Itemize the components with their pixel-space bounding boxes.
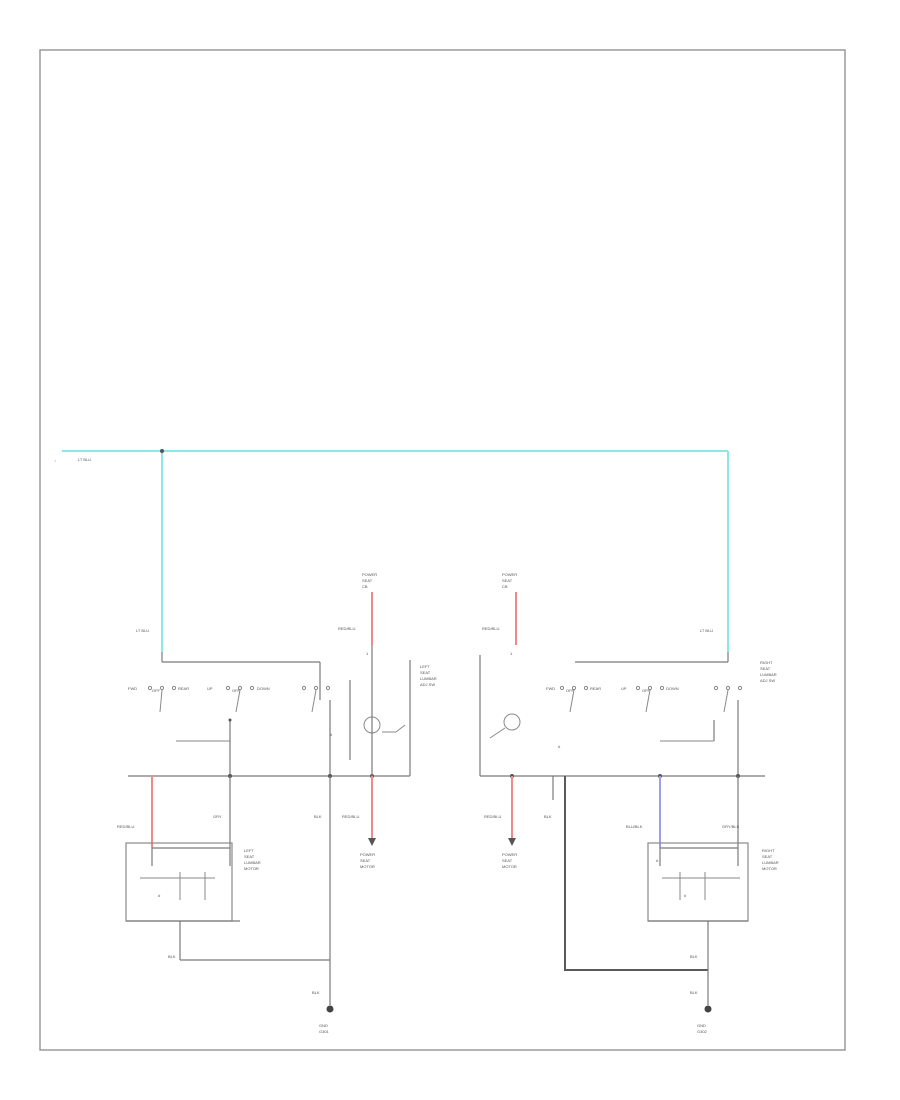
left-motor-name-4: MOTOR: [244, 866, 259, 871]
left-ground-symbol: #: [330, 732, 333, 737]
right-pos-3: REAR: [590, 686, 601, 691]
right-motor-symbol-2: #: [684, 893, 687, 898]
left-dest-3: MOTOR: [360, 864, 375, 869]
left-switch-name-3: LUMBAR: [420, 676, 437, 681]
left-arrow-down: [368, 838, 376, 846]
left-ground-2: G301: [319, 1029, 330, 1034]
left-switch-name-4: ADJ SW: [420, 682, 435, 687]
left-cyan-wire-label: LT BLU: [136, 628, 149, 633]
right-lower-black-label: BLK: [544, 814, 552, 819]
right-motor-name-2: SEAT: [762, 854, 773, 859]
right-lower-red-label: RED/BLU: [484, 814, 501, 819]
right-pos-1: FWD: [546, 686, 555, 691]
left-motor-name-3: LUMBAR: [244, 860, 261, 865]
right-pos-4: UP: [621, 686, 627, 691]
right-dest-1: POWER: [502, 852, 517, 857]
right-lower-blue-label: BLU/BLK: [626, 824, 643, 829]
right-ground-symbol: #: [558, 744, 561, 749]
right-motor-name-1: RIGHT: [762, 848, 775, 853]
right-ground-1: GND: [697, 1023, 706, 1028]
left-source-pin: 1: [366, 651, 369, 656]
left-pos-6: DOWN: [257, 686, 270, 691]
right-ground-terminal: [704, 1005, 712, 1013]
left-pos-1: FWD: [128, 686, 137, 691]
right-dest-3: MOTOR: [502, 864, 517, 869]
right-pos-6: DOWN: [666, 686, 679, 691]
left-source-2: SEAT: [362, 578, 373, 583]
right-ground-wire-label: BLK: [690, 954, 698, 959]
right-switch-name-3: LUMBAR: [760, 672, 777, 677]
top-cyan-bus: [62, 449, 729, 652]
left-pos-4: UP: [207, 686, 213, 691]
right-ground-2: G302: [697, 1029, 708, 1034]
left-switch-assembly: [128, 652, 411, 778]
left-lower-black-label: BLK: [314, 814, 322, 819]
right-red-top-label: RED/BLU: [482, 626, 499, 631]
left-dest-2: SEAT: [360, 858, 371, 863]
left-motor-name-1: LEFT: [244, 848, 254, 853]
right-switch-name-4: ADJ SW: [760, 678, 775, 683]
right-black-return-wire: [564, 776, 708, 971]
right-motor-name-3: LUMBAR: [762, 860, 779, 865]
left-pos-3: REAR: [178, 686, 189, 691]
right-source-1: POWER: [502, 572, 517, 577]
left-pos-2: OFF: [152, 688, 161, 693]
left-motor-name-2: SEAT: [244, 854, 255, 859]
right-source-3: CB: [502, 584, 508, 589]
right-motor-symbol-1: #: [656, 858, 659, 863]
right-ground-wire2-label: BLK: [690, 990, 698, 995]
right-switch-assembly: [479, 652, 765, 778]
left-switch-name-2: SEAT: [420, 670, 431, 675]
right-lower-gray2-label: GRY/BLK: [722, 824, 740, 829]
top-wire-marker: ↓: [54, 458, 56, 463]
right-source-2: SEAT: [502, 578, 513, 583]
left-ground-wire-label: BLK: [168, 954, 176, 959]
top-wire-label: LT BLU: [78, 457, 91, 462]
right-arrow-down: [508, 838, 516, 846]
left-pos-5: OFF: [232, 688, 241, 693]
left-lower-gray-label: GRY: [213, 814, 222, 819]
right-switch-name-2: SEAT: [760, 666, 771, 671]
left-switch-name-1: LEFT: [420, 664, 430, 669]
left-source-3: CB: [362, 584, 368, 589]
left-ground-terminal: [326, 1005, 334, 1013]
left-lumbar-motor: [125, 842, 330, 961]
right-source-pin: 1: [510, 651, 513, 656]
left-red-top-label: RED/BLU: [338, 626, 355, 631]
left-ground-1: GND: [319, 1023, 328, 1028]
right-pos-5: OFF: [642, 688, 651, 693]
right-motor-name-4: MOTOR: [762, 866, 777, 871]
right-switch-name-1: RIGHT: [760, 660, 773, 665]
right-lumbar-motor: [647, 842, 749, 1005]
right-dest-2: SEAT: [502, 858, 513, 863]
page-frame: [39, 49, 846, 1051]
left-lower-red-out-label: RED/BLU: [342, 814, 359, 819]
left-motor-symbol: #: [158, 893, 161, 898]
left-lower-red-label: RED/BLU: [117, 824, 134, 829]
left-source-1: POWER: [362, 572, 377, 577]
left-dest-1: POWER: [360, 852, 375, 857]
right-cyan-wire-label: LT BLU: [700, 628, 713, 633]
left-ground-wire2-label: BLK: [312, 990, 320, 995]
right-pos-2: OFF: [566, 688, 575, 693]
